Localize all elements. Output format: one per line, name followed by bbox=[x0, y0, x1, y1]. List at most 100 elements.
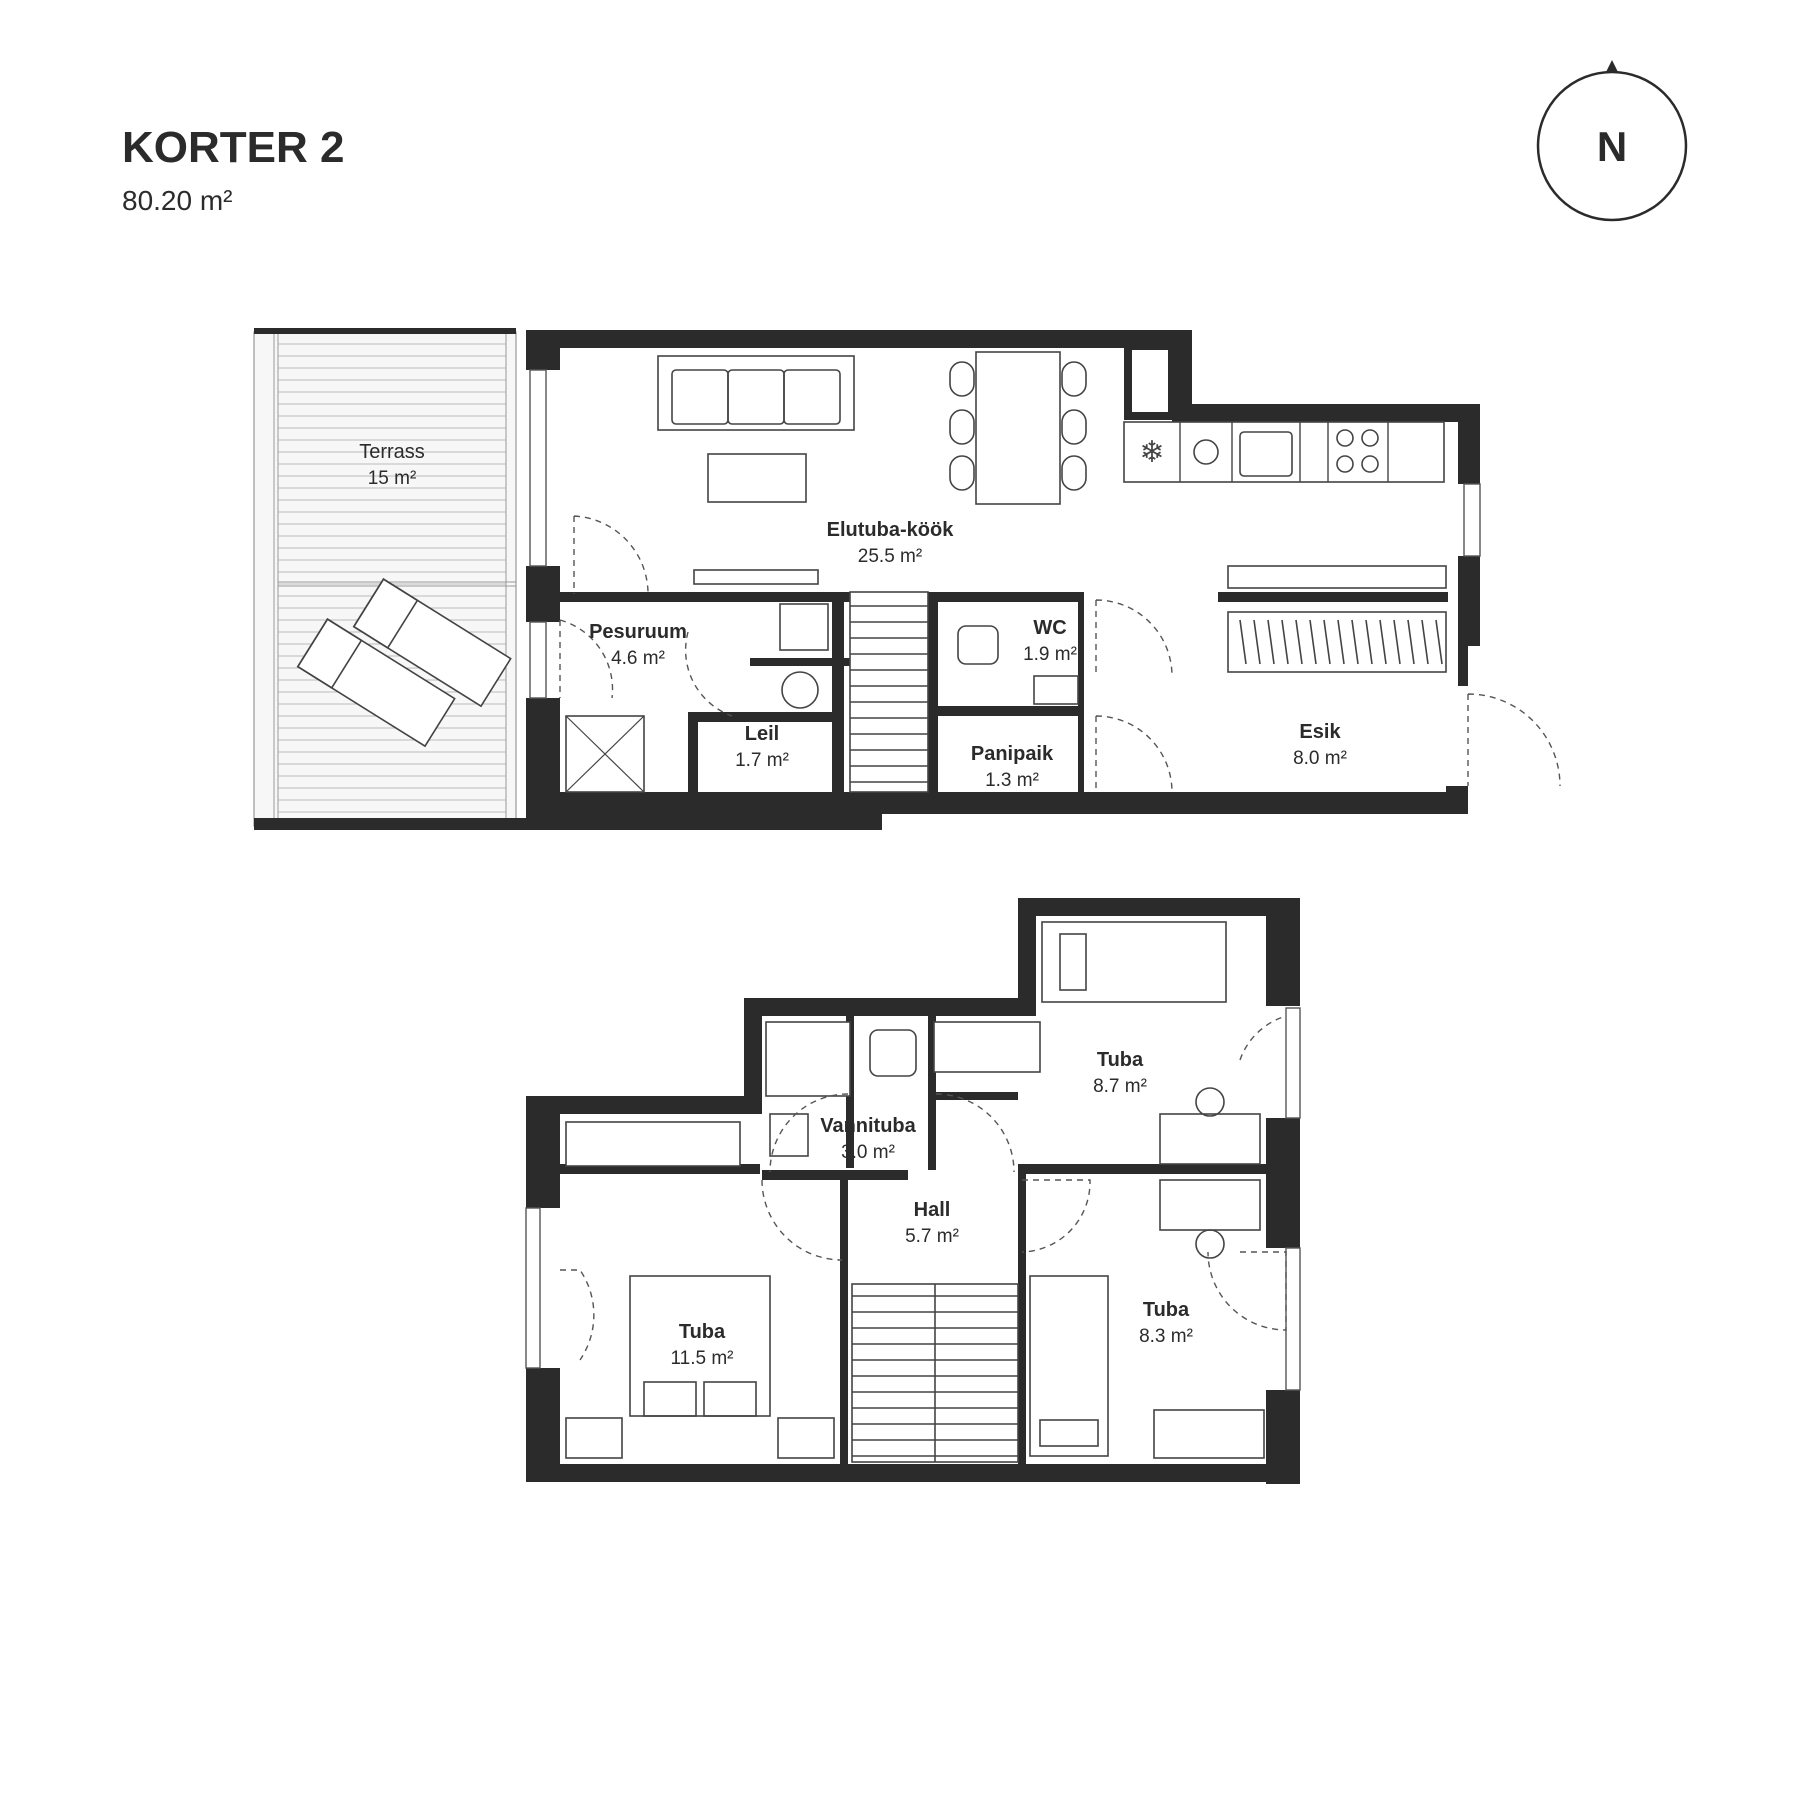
svg-text:Pesuruum: Pesuruum bbox=[589, 621, 687, 643]
room-panipaik: Panipaik 1.3 m² bbox=[971, 743, 1054, 791]
dining-table-icon bbox=[949, 351, 1087, 505]
tv-stand-icon bbox=[693, 569, 819, 585]
room-tuba-ne: Tuba 8.7 m² bbox=[1093, 1049, 1147, 1097]
sofa-icon bbox=[657, 355, 855, 431]
door-swing bbox=[1095, 715, 1173, 793]
terrace-decking bbox=[278, 343, 506, 813]
upper-floor: Tuba 8.7 m² Vannituba 3.0 m² Hall 5.7 m²… bbox=[525, 898, 1301, 1484]
svg-text:Vannituba: Vannituba bbox=[820, 1115, 916, 1137]
bed-icon bbox=[1041, 921, 1227, 1003]
room-tuba-se: Tuba 8.3 m² bbox=[1139, 1299, 1193, 1347]
kitchen-counter: ❄ bbox=[1123, 421, 1445, 483]
svg-text:Leil: Leil bbox=[745, 723, 779, 745]
staircase-icon bbox=[849, 591, 929, 793]
room-esik: Esik 8.0 m² bbox=[1293, 721, 1347, 769]
fridge-icon: ❄ bbox=[1139, 435, 1164, 470]
wash-basin-icon bbox=[1033, 675, 1079, 705]
room-vannituba: Vannituba 3.0 m² bbox=[820, 1115, 916, 1163]
apartment-area: 80.20 m² bbox=[122, 185, 233, 216]
room-leil: Leil 1.7 m² bbox=[735, 723, 789, 771]
door-swing bbox=[559, 619, 614, 699]
wardrobe-icon bbox=[1227, 565, 1447, 673]
dishwasher-icon bbox=[1193, 439, 1219, 465]
svg-text:11.5 m²: 11.5 m² bbox=[670, 1348, 733, 1369]
svg-text:Tuba: Tuba bbox=[1143, 1299, 1190, 1321]
desk-icon bbox=[1159, 1179, 1261, 1231]
door-swing bbox=[573, 515, 649, 594]
window bbox=[525, 1207, 541, 1369]
wardrobe-icon bbox=[933, 1021, 1041, 1073]
door-swing bbox=[1021, 1179, 1091, 1253]
sun-lounger-icon bbox=[352, 578, 512, 708]
room-hall: Hall 5.7 m² bbox=[905, 1199, 959, 1247]
apartment-title: KORTER 2 bbox=[122, 123, 344, 172]
ground-floor-doors bbox=[559, 515, 1561, 793]
door-swing bbox=[1095, 599, 1173, 677]
sun-lounger-icon bbox=[296, 618, 456, 748]
staircase-icon bbox=[851, 1283, 1019, 1463]
wardrobe-icon bbox=[1153, 1409, 1265, 1459]
sink-icon bbox=[1239, 431, 1293, 477]
door-swing bbox=[1467, 693, 1561, 787]
svg-text:Panipaik: Panipaik bbox=[971, 743, 1054, 765]
svg-text:5.7 m²: 5.7 m² bbox=[905, 1226, 959, 1247]
toilet-icon bbox=[957, 625, 999, 665]
desk-icon bbox=[1159, 1113, 1261, 1165]
window bbox=[1285, 1247, 1301, 1391]
svg-text:25.5 m²: 25.5 m² bbox=[858, 546, 922, 567]
svg-text:Tuba: Tuba bbox=[1097, 1049, 1144, 1071]
ground-floor-walls bbox=[526, 330, 1480, 830]
svg-text:8.7 m²: 8.7 m² bbox=[1093, 1076, 1147, 1097]
door-swing bbox=[761, 1179, 843, 1261]
shower-icon bbox=[765, 1021, 851, 1097]
window bbox=[529, 369, 547, 567]
svg-text:Terrass: Terrass bbox=[359, 441, 425, 463]
room-pesuruum: Pesuruum 4.6 m² bbox=[589, 621, 687, 669]
window bbox=[1285, 1007, 1301, 1119]
toilet-icon bbox=[869, 1029, 917, 1077]
svg-text:15 m²: 15 m² bbox=[368, 468, 417, 489]
coffee-table-icon bbox=[707, 453, 807, 503]
svg-text:1.3 m²: 1.3 m² bbox=[985, 770, 1039, 791]
door-swing bbox=[1239, 1015, 1287, 1061]
compass-label: N bbox=[1597, 123, 1627, 170]
door-swing bbox=[684, 631, 733, 717]
svg-text:8.0 m²: 8.0 m² bbox=[1293, 748, 1347, 769]
svg-text:Elutuba-köök: Elutuba-köök bbox=[827, 519, 955, 541]
cooktop-icon bbox=[1336, 429, 1379, 473]
room-wc: WC 1.9 m² bbox=[1023, 617, 1077, 665]
washing-machine-icon bbox=[779, 603, 829, 651]
upper-floor-doors bbox=[560, 1015, 1287, 1361]
window bbox=[1463, 483, 1481, 557]
ground-floor-windows bbox=[529, 369, 1481, 699]
svg-text:1.9 m²: 1.9 m² bbox=[1023, 644, 1077, 665]
room-terrass: Terrass 15 m² bbox=[359, 441, 425, 489]
door-swing bbox=[560, 1269, 595, 1361]
nightstand-icon bbox=[565, 1417, 623, 1459]
room-elutuba-kook: Elutuba-köök 25.5 m² bbox=[827, 519, 955, 567]
nightstand-icon bbox=[777, 1417, 835, 1459]
wardrobe-icon bbox=[565, 1121, 741, 1167]
header: KORTER 2 80.20 m² bbox=[122, 123, 344, 216]
chair-icon bbox=[1195, 1087, 1225, 1117]
window bbox=[529, 621, 547, 699]
svg-text:Hall: Hall bbox=[914, 1199, 951, 1221]
double-bed-icon bbox=[629, 1275, 771, 1417]
room-tuba-sw: Tuba 11.5 m² bbox=[670, 1321, 733, 1369]
door-swing bbox=[935, 1093, 1015, 1173]
north-arrow-icon bbox=[1606, 60, 1618, 72]
north-compass: N bbox=[1536, 60, 1688, 222]
svg-text:1.7 m²: 1.7 m² bbox=[735, 750, 789, 771]
chair-icon bbox=[1195, 1229, 1225, 1259]
upper-floor-walls bbox=[526, 898, 1300, 1484]
door-swing bbox=[1207, 1251, 1287, 1331]
upper-floor-windows bbox=[525, 1007, 1301, 1391]
ground-floor: ❄ bbox=[253, 328, 1561, 830]
svg-text:3.0 m²: 3.0 m² bbox=[841, 1142, 895, 1163]
svg-text:Tuba: Tuba bbox=[679, 1321, 726, 1343]
svg-text:8.3 m²: 8.3 m² bbox=[1139, 1326, 1193, 1347]
door-swing bbox=[769, 1093, 849, 1173]
sauna-stove-icon bbox=[781, 671, 819, 709]
terrace bbox=[253, 328, 526, 830]
